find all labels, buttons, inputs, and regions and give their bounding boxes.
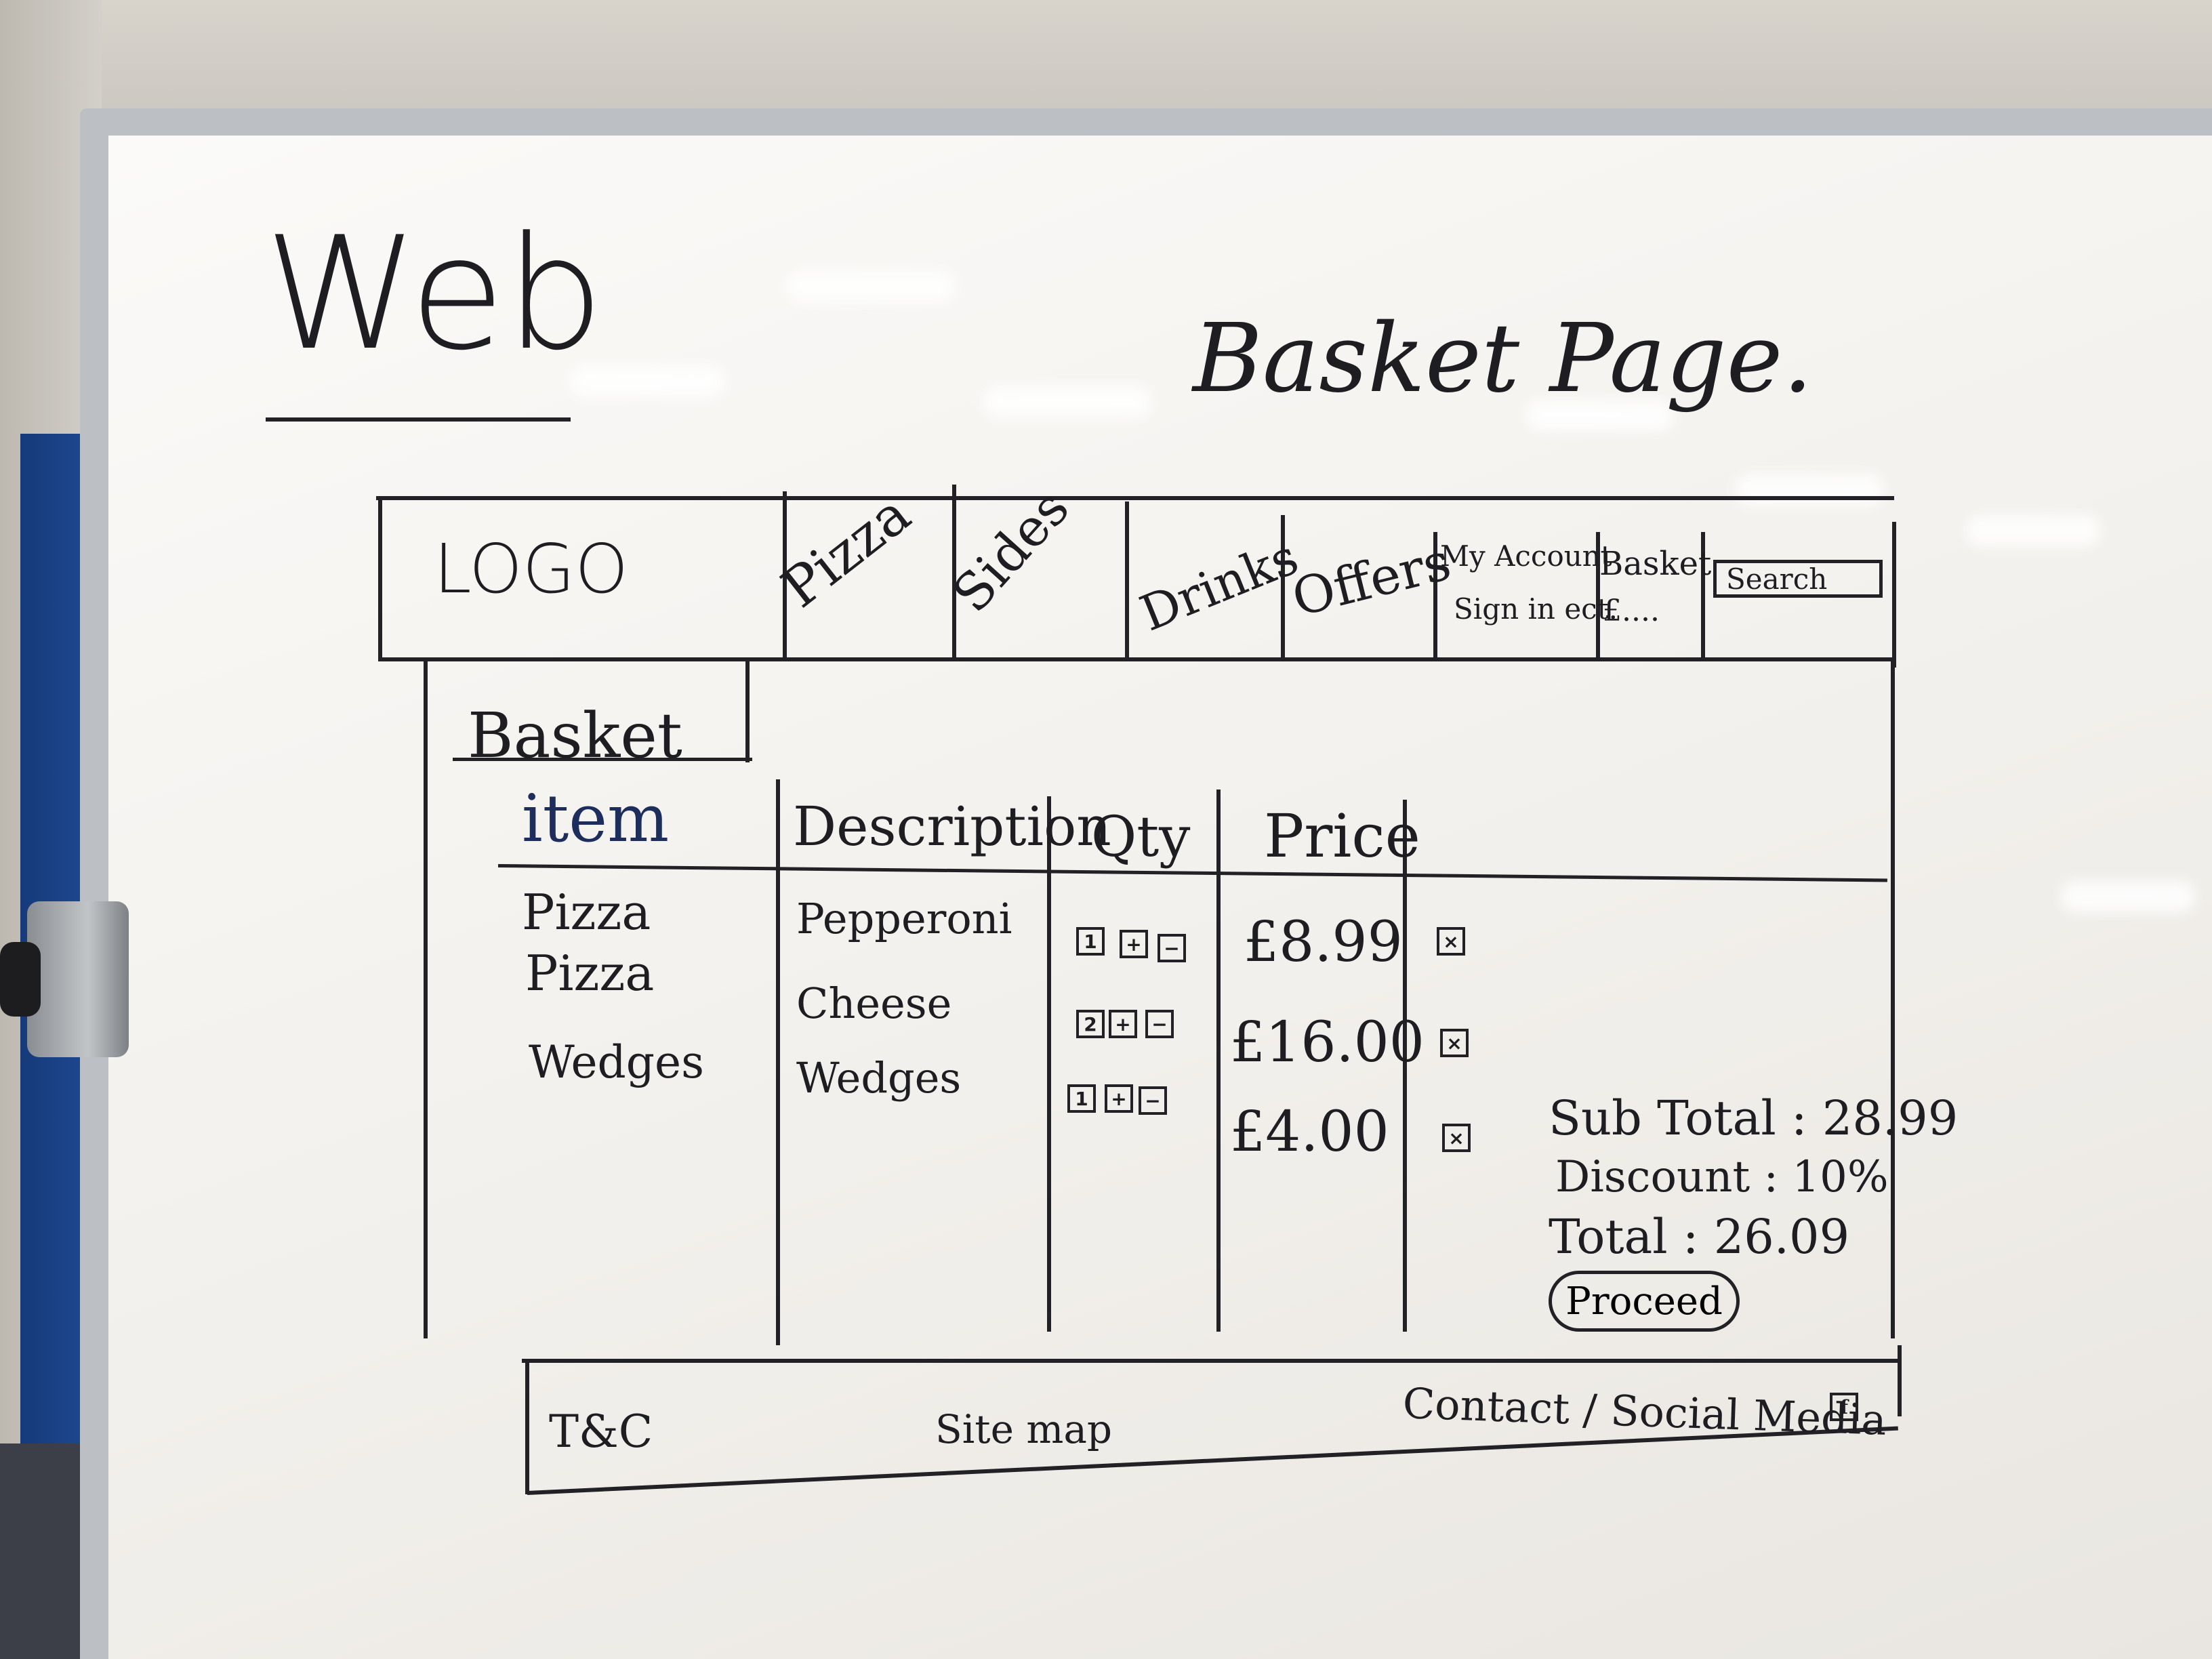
content-left-line [424,661,428,1338]
light-reflection [1735,474,1884,506]
header-separator [1125,501,1129,661]
discount: Discount : 10% [1555,1152,1889,1202]
qty-plus-icon[interactable]: + [1105,1084,1133,1113]
row-description: Pepperoni [796,894,1012,943]
basket-link[interactable]: Basket [1599,545,1712,583]
logo[interactable]: LOGO [434,529,629,609]
qty-plus-icon[interactable]: + [1109,1010,1137,1038]
column-header-qty: Qty [1091,805,1191,869]
footer-right-line [1898,1345,1902,1416]
footer-top-line [522,1359,1898,1363]
header-separator [952,485,956,661]
remove-item-icon[interactable]: × [1440,1029,1469,1057]
row-price: £8.99 [1244,910,1403,975]
remove-item-icon[interactable]: × [1442,1124,1471,1152]
qty-minus-icon[interactable]: − [1139,1086,1167,1115]
proceed-button[interactable]: Proceed [1549,1271,1740,1332]
basket-heading-underline [453,758,752,761]
row-item: Wedges [529,1036,704,1088]
basket-total: £.... [1603,594,1660,628]
header-bottom-line [378,657,1896,661]
footer-terms-link[interactable]: T&C [549,1406,653,1458]
header-separator [1281,515,1285,661]
qty-value[interactable]: 1 [1076,927,1105,956]
board-title-page: Basket Page. [1193,304,1813,414]
header-right-line [1892,522,1896,668]
social-media-icon[interactable]: f [1830,1393,1858,1421]
board-clamp [27,901,129,1057]
row-item: Pizza [522,884,651,941]
qty-minus-icon[interactable]: − [1145,1010,1174,1038]
content-right-line [1891,661,1895,1338]
qty-plus-icon[interactable]: + [1120,930,1148,958]
search-input[interactable]: Search [1713,560,1883,598]
header-separator [1596,532,1600,661]
light-reflection [786,271,956,302]
column-separator [1403,800,1407,1332]
column-separator [1047,796,1051,1332]
total: Total : 26.09 [1549,1209,1850,1265]
column-header-item: item [522,781,670,857]
board-title-web: Web [264,204,605,385]
header-separator [1433,532,1437,661]
row-item: Pizza [525,945,655,1002]
header-separator [783,491,787,661]
remove-item-icon[interactable]: × [1437,927,1465,956]
light-reflection [1965,515,2101,546]
header-top-line [376,496,1894,500]
qty-value[interactable]: 1 [1067,1084,1096,1113]
column-header-description: Description [793,795,1111,858]
column-separator [776,779,780,1345]
qty-value[interactable]: 2 [1076,1010,1105,1038]
qty-minus-icon[interactable]: − [1158,934,1186,962]
basket-heading-separator [745,661,750,762]
header-separator [1701,532,1705,661]
light-reflection [2060,881,2196,912]
sign-in-link[interactable]: Sign in ect. [1454,592,1618,626]
column-header-price: Price [1264,801,1420,871]
column-separator [1216,790,1221,1332]
light-reflection [569,366,725,397]
basket-heading: Basket [468,699,682,772]
board-knob [0,942,41,1017]
row-description: Wedges [796,1053,962,1103]
header-left-line [378,498,382,661]
footer-sitemap-link[interactable]: Site map [935,1406,1113,1452]
row-description: Cheese [796,979,952,1028]
title-underline [266,417,571,422]
whiteboard [108,136,2212,1659]
my-account-link[interactable]: My Account [1440,539,1612,573]
search-placeholder: Search [1726,562,1828,596]
row-price: £16.00 [1230,1010,1425,1075]
row-price: £4.00 [1230,1100,1389,1164]
light-reflection [1525,400,1674,431]
light-reflection [983,386,1152,417]
footer-left-line [525,1359,529,1494]
subtotal: Sub Total : 28.99 [1549,1090,1959,1146]
